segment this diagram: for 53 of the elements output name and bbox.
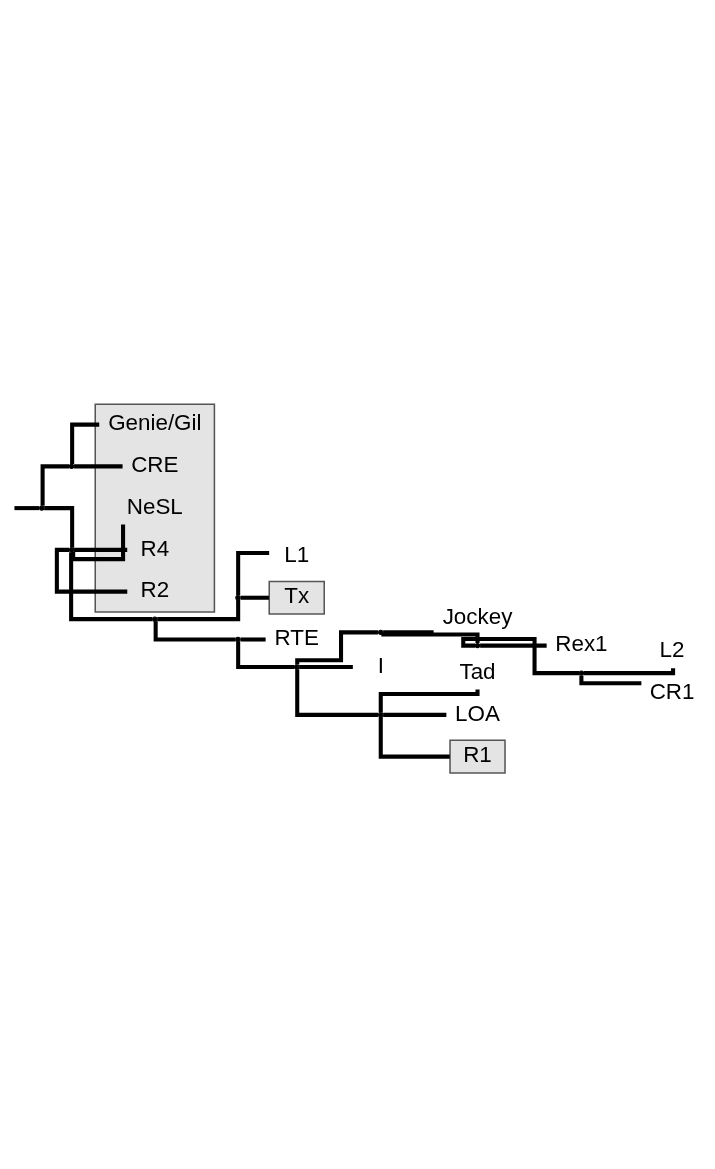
connector — [298, 664, 353, 670]
connector — [153, 621, 236, 642]
node-point — [38, 505, 44, 511]
node-text: CR1 — [649, 679, 694, 705]
connector — [240, 637, 266, 642]
connector — [460, 636, 579, 676]
node-text: R4 — [140, 535, 169, 561]
node-text: NeSL — [126, 493, 183, 519]
node-text: Rex1 — [554, 631, 608, 657]
connector — [70, 524, 125, 562]
node-text: CRE — [130, 452, 178, 478]
node-box: Tx — [267, 580, 325, 615]
connector — [294, 669, 378, 717]
node-text: R2 — [140, 577, 169, 603]
connector — [43, 506, 74, 548]
node-text: I — [377, 652, 384, 678]
node-text: Jockey — [442, 603, 512, 629]
connector — [380, 632, 480, 644]
connector — [235, 642, 294, 670]
cluster — [93, 403, 215, 613]
node-point — [234, 595, 241, 601]
node-text: L2 — [659, 637, 684, 663]
node-point — [474, 642, 480, 649]
connector — [40, 464, 69, 506]
node-box: R1 — [448, 739, 506, 774]
connector — [73, 547, 127, 552]
connector — [382, 712, 446, 717]
connector — [235, 550, 269, 596]
node-point — [234, 636, 241, 643]
connector — [378, 717, 450, 759]
connector — [578, 675, 641, 686]
connector — [240, 595, 269, 600]
node-point — [377, 712, 383, 718]
connector — [294, 630, 378, 665]
node-point — [377, 629, 383, 636]
node-point — [578, 670, 584, 676]
node-text: L1 — [283, 541, 309, 567]
connector — [73, 464, 123, 469]
node-text: LOA — [454, 700, 500, 726]
connector — [13, 506, 39, 511]
connector — [382, 630, 434, 635]
node-point — [151, 616, 158, 622]
node-text: RTE — [274, 625, 319, 651]
node-text: Genie/Gil — [107, 410, 201, 436]
connector — [156, 600, 240, 622]
node-point — [68, 463, 74, 470]
node-point — [68, 547, 74, 553]
connector — [479, 643, 547, 648]
connector — [68, 552, 152, 622]
connector — [69, 422, 99, 465]
node-point — [293, 664, 299, 670]
connector — [54, 547, 127, 594]
node-text: Tad — [458, 658, 496, 684]
